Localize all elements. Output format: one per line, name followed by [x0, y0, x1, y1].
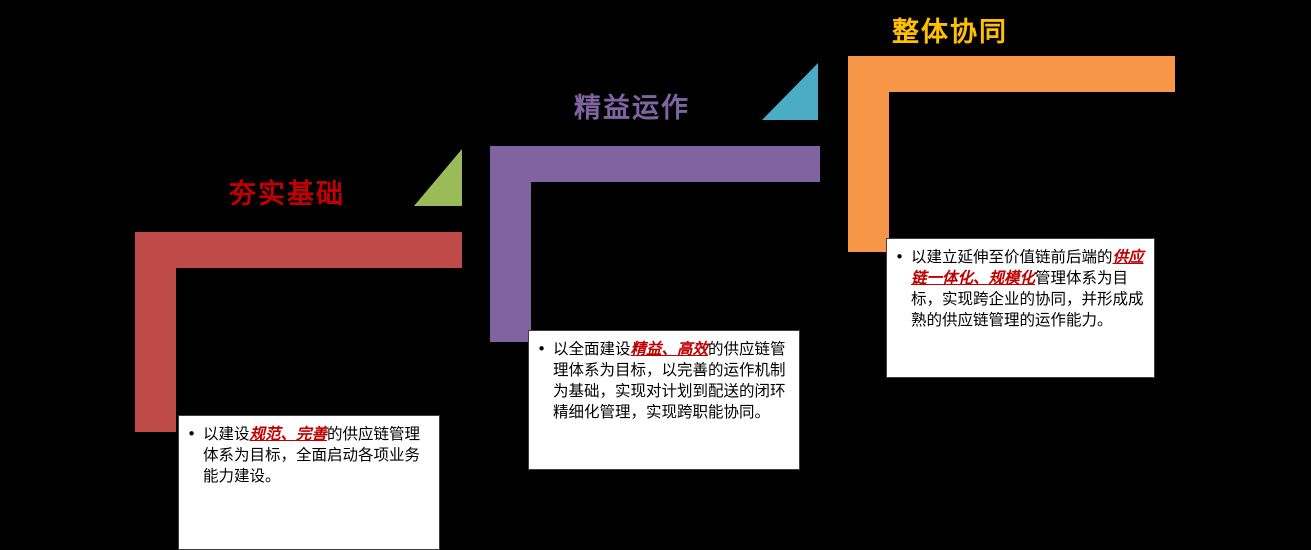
step-lean-operation-title: 精益运作: [574, 93, 690, 124]
bullet: •: [537, 340, 546, 358]
step-overall-synergy-bar-vertical: [848, 56, 889, 252]
step-lean-operation-text: 以全面建设精益、高效的供应链管理体系为目标，以完善的运作机制为基础，实现对计划到…: [553, 339, 791, 423]
step-overall-synergy-title: 整体协同: [892, 17, 1008, 48]
bullet: •: [895, 248, 904, 266]
ascend-triangle-icon: [414, 149, 462, 206]
step-overall-synergy-text: 以建立延伸至价值链前后端的供应链一体化、规模化管理体系为目标，实现跨企业的协同，…: [911, 247, 1146, 331]
step-foundation-textbox: • 以建设规范、完善的供应链管理体系为目标，全面启动各项业务能力建设。: [178, 415, 440, 550]
step-foundation-bar-horizontal: [135, 232, 462, 268]
text-emphasis: 供应链一体化、规模化: [911, 248, 1144, 287]
step-lean-operation-textbox: • 以全面建设精益、高效的供应链管理体系为目标，以完善的运作机制为基础，实现对计…: [528, 330, 800, 470]
step-foundation-bar-vertical: [135, 232, 176, 432]
text-emphasis: 规范、完善: [249, 425, 328, 443]
text-suffix: 的供应链管理体系为目标，全面启动各项业务能力建设。: [203, 425, 421, 485]
text-prefix: 以建立延伸至价值链前后端的: [911, 248, 1113, 266]
text-emphasis: 精益、高效: [630, 340, 709, 358]
text-suffix: 管理体系为目标，实现跨企业的协同，并形成成熟的供应链管理的运作能力。: [911, 269, 1144, 329]
ascend-triangle-icon: [762, 63, 818, 120]
step-overall-synergy-textbox: • 以建立延伸至价值链前后端的供应链一体化、规模化管理体系为目标，实现跨企业的协…: [886, 238, 1155, 378]
text-prefix: 以建设: [203, 425, 250, 443]
step-foundation-title: 夯实基础: [229, 179, 345, 210]
step-lean-operation-bar-vertical: [490, 146, 531, 342]
step-lean-operation-bar-horizontal: [490, 146, 820, 182]
text-suffix: 的供应链管理体系为目标，以完善的运作机制为基础，实现对计划到配送的闭环精细化管理…: [553, 340, 786, 421]
step-overall-synergy-bar-horizontal: [848, 56, 1175, 92]
text-prefix: 以全面建设: [553, 340, 631, 358]
bullet: •: [187, 425, 196, 443]
step-foundation-text: 以建设规范、完善的供应链管理体系为目标，全面启动各项业务能力建设。: [203, 424, 431, 487]
